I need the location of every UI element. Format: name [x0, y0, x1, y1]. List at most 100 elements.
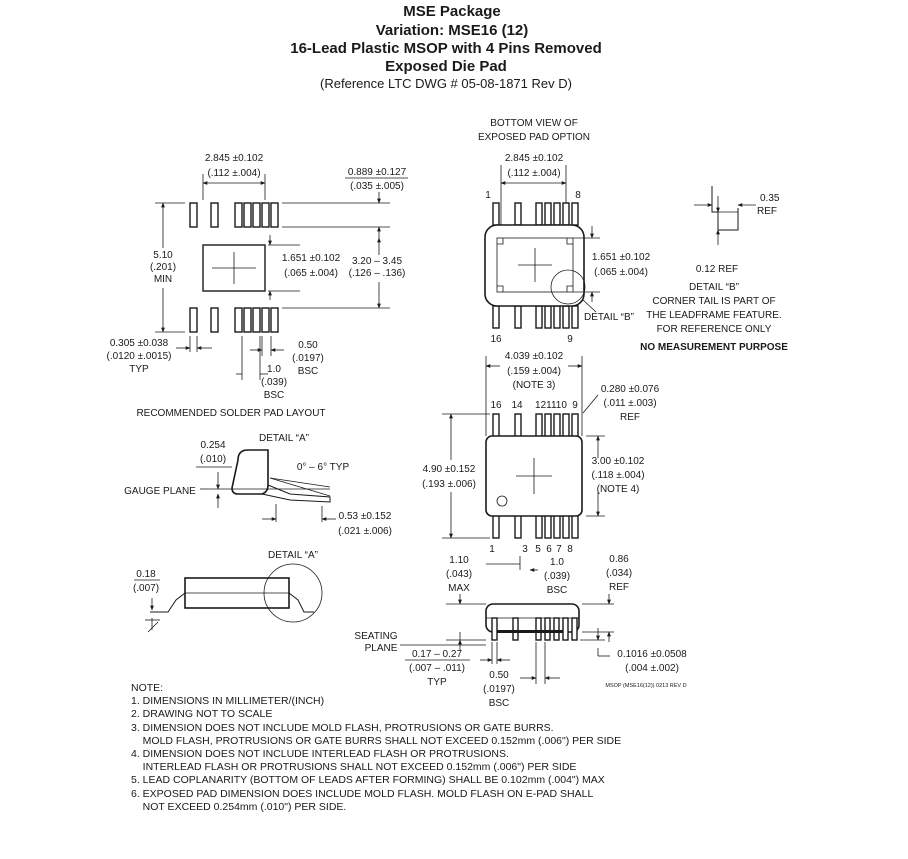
- seating-label-2: PLANE: [365, 643, 398, 654]
- dim-top-width-in: (.159 ±.004): [507, 366, 561, 377]
- pin-16-label: 16: [490, 334, 502, 345]
- lead-cross-section: [231, 449, 269, 495]
- dim-min-in: (.201): [150, 262, 176, 273]
- detail-b-ref: REF: [757, 206, 777, 217]
- top-pin-12-11-10: 121110: [535, 400, 567, 411]
- dim-pitch-in: (.0197): [292, 353, 324, 364]
- lead: [544, 513, 552, 539]
- dim-top-body-in: (.118 ±.004): [591, 470, 644, 481]
- top-pin-16: 16: [490, 400, 502, 411]
- dim-bottom-width-in: (.112 ±.004): [507, 168, 560, 179]
- lead: [553, 413, 561, 439]
- drawing-code: MSOP (MSE16(12)) 0213 REV D: [605, 683, 686, 689]
- top-view: 4.039 ±0.102 (.159 ±.004) (NOTE 3) 0.280…: [422, 351, 660, 555]
- dim-top-length-mm: 4.90 ±0.152: [423, 464, 476, 475]
- note-line: NOTE:: [131, 682, 163, 694]
- dim-side-lead-in: (.007): [133, 583, 159, 594]
- lead: [492, 513, 500, 539]
- lead: [562, 413, 570, 439]
- title-line-1: MSE Package: [403, 3, 501, 20]
- dim-front-pitch-mm: 1.0: [550, 557, 564, 568]
- note-line: NOT EXCEED 0.254mm (.010") PER SIDE.: [131, 801, 346, 813]
- dim-lead-thickness-mm: 0.17 – 0.27: [412, 649, 462, 660]
- dim-ref-in: (.034): [606, 568, 632, 579]
- dim-top-length-in: (.193 ±.006): [422, 479, 476, 490]
- lead: [562, 617, 569, 641]
- title-block: MSE Package Variation: MSE16 (12) 16-Lea…: [290, 3, 602, 91]
- lead: [535, 413, 543, 439]
- detail-b-text-2: THE LEADFRAME FEATURE.: [646, 310, 781, 321]
- dim-front-p-bsc: BSC: [489, 698, 510, 709]
- solder-layout-caption: RECOMMENDED SOLDER PAD LAYOUT: [136, 408, 325, 419]
- dim-lead-width-typ: TYP: [129, 364, 149, 375]
- dim-lead-width-in: (.0120 ±.0015): [107, 351, 172, 362]
- title-line-3: 16-Lead Plastic MSOP with 4 Pins Removed: [290, 40, 602, 57]
- dim-lead-thickness-typ: TYP: [427, 677, 447, 688]
- solder-pad: [270, 202, 279, 228]
- detail-b-text-3: FOR REFERENCE ONLY: [657, 324, 772, 335]
- pin-1-indicator: [496, 495, 508, 507]
- note-line: 3. DIMENSION DOES NOT INCLUDE MOLD FLASH…: [131, 722, 554, 734]
- dim-min-label: MIN: [154, 274, 172, 285]
- side-detail-a-title: DETAIL “A”: [268, 550, 318, 561]
- dim-bottom-epad-in: (.065 ±.004): [594, 267, 648, 278]
- lead: [544, 202, 552, 226]
- title-line-2: Variation: MSE16 (12): [376, 22, 529, 39]
- exposed-pad: [496, 237, 574, 293]
- top-pin-9: 9: [572, 400, 578, 411]
- dim-ref-label: REF: [609, 582, 629, 593]
- bottom-pin-6: 6: [546, 544, 552, 555]
- solder-pad: [210, 307, 219, 333]
- detail-b-text-1: CORNER TAIL IS PART OF: [652, 296, 775, 307]
- lead: [535, 513, 543, 539]
- solder-pad: [270, 307, 279, 333]
- dim-pitch2-bsc: BSC: [264, 390, 285, 401]
- solder-pad: [243, 202, 252, 228]
- bottom-pin-3: 3: [522, 544, 528, 555]
- solder-pad: [243, 307, 252, 333]
- lead: [514, 513, 522, 539]
- lead: [491, 617, 498, 641]
- dim-top-width-mm: 4.039 ±0.102: [505, 351, 564, 362]
- dim-top-lead-in: (.011 ±.003): [603, 398, 656, 409]
- lead: [562, 513, 570, 539]
- front-view: 1.10 (.043) MAX 1.0 (.039) BSC 0.86 (.03…: [354, 554, 687, 709]
- pin-9-label: 9: [567, 334, 573, 345]
- detail-a-gauge: DETAIL “A” 0.254 (.010) 0° – 6° TYP GAUG…: [124, 433, 392, 537]
- pin-8-label: 8: [575, 190, 581, 201]
- dim-front-p-in: (.0197): [483, 684, 515, 695]
- lead: [571, 305, 579, 329]
- lead: [553, 513, 561, 539]
- lead: [553, 617, 560, 641]
- lead: [553, 305, 561, 329]
- dim-epad-mm: 1.651 ±0.102: [282, 253, 341, 264]
- note-line: 5. LEAD COPLANARITY (BOTTOM OF LEADS AFT…: [131, 774, 605, 786]
- dim-pad-width-mm: 0.889 ±0.127: [348, 167, 407, 178]
- note-line: 2. DRAWING NOT TO SCALE: [131, 708, 272, 720]
- bottom-pin-1: 1: [489, 544, 495, 555]
- bottom-view-caption-1: BOTTOM VIEW OF: [490, 118, 578, 129]
- lead: [544, 617, 551, 641]
- lead: [571, 617, 578, 641]
- lead: [492, 305, 500, 329]
- note-line: MOLD FLASH, PROTRUSIONS OR GATE BURRS SH…: [131, 735, 621, 747]
- solder-pad: [252, 307, 261, 333]
- detail-a-title: DETAIL “A”: [259, 433, 309, 444]
- dim-side-lead-mm: 0.18: [136, 569, 156, 580]
- solder-pad-layout: 2.845 ±0.102 (.112 ±.004) 0.889 ±0.127 (…: [107, 153, 408, 419]
- detail-b-callout: DETAIL “B”: [584, 312, 634, 323]
- dim-top-body-note: (NOTE 4): [597, 484, 640, 495]
- dim-span-in: (.126 – .136): [349, 268, 406, 279]
- detail-b-text-4: NO MEASUREMENT PURPOSE: [640, 342, 788, 353]
- solder-pad: [261, 202, 270, 228]
- dim-pitch-bsc: BSC: [298, 366, 319, 377]
- lead: [571, 413, 579, 439]
- dim-solder-width-in: (.112 ±.004): [207, 168, 260, 179]
- dim-span-mm: 3.20 – 3.45: [352, 256, 402, 267]
- lead: [562, 202, 570, 226]
- dim-thickness-mm: 0.254: [200, 440, 225, 451]
- dim-pitch-mm: 0.50: [298, 340, 318, 351]
- dim-standoff-in: (.004 ±.002): [625, 663, 679, 674]
- side-view: DETAIL “A” 0.18 (.007): [133, 550, 323, 633]
- lead: [514, 413, 522, 439]
